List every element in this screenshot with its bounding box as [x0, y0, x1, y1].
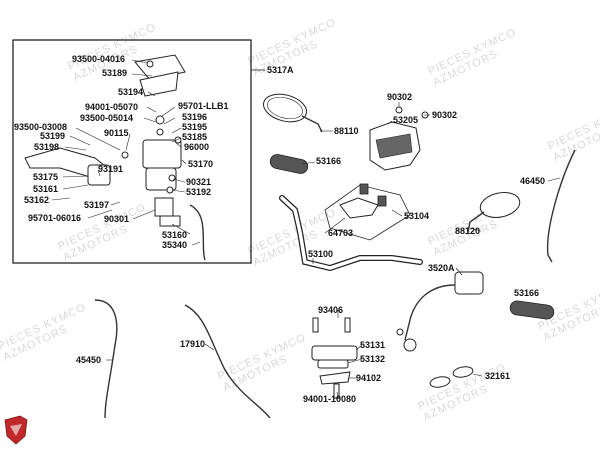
part-label: 53197 — [84, 200, 109, 210]
part-label: 93406 — [318, 305, 343, 315]
grip-right — [509, 300, 555, 320]
part-label: 53160 — [162, 230, 187, 240]
part-label: 96000 — [184, 142, 209, 152]
part-label: 88110 — [334, 126, 359, 136]
part-label: 94001-05070 — [85, 102, 138, 112]
part-label: 90115 — [104, 128, 129, 138]
part-label: 94102 — [356, 373, 381, 383]
part-label: 17910 — [180, 339, 205, 349]
switch-bracket — [324, 183, 411, 241]
part-label: 95701-LLB1 — [178, 101, 229, 111]
shield-logo-icon — [4, 415, 28, 445]
part-label: 53162 — [24, 195, 49, 205]
part-label: 53185 — [182, 132, 207, 142]
part-label: 64703 — [328, 228, 353, 238]
part-label: 95701-06016 — [28, 213, 81, 223]
part-label: 93500-05014 — [80, 113, 133, 123]
cable-guide-32161 — [429, 366, 474, 388]
part-label: 93500-04016 — [72, 54, 125, 64]
part-label: 3520A — [428, 263, 455, 273]
grip-left — [269, 154, 309, 174]
part-label: 53132 — [360, 354, 385, 364]
brake-master-cylinder — [24, 54, 206, 261]
part-label: 53170 — [188, 159, 213, 169]
part-label: 90302 — [387, 92, 412, 102]
mirror-right — [467, 192, 521, 233]
part-label: 53175 — [33, 172, 58, 182]
part-label: 46450 — [520, 176, 545, 186]
part-label: 5317A — [267, 65, 294, 75]
master-cylinder-group-frame — [12, 39, 252, 264]
part-label: 90302 — [432, 110, 457, 120]
part-label: 53161 — [33, 184, 58, 194]
leader-lines — [51, 59, 561, 400]
part-label: 93191 — [98, 164, 123, 174]
part-label: 32161 — [485, 371, 510, 381]
part-label: 53195 — [182, 122, 207, 132]
part-label: 53199 — [40, 131, 65, 141]
part-label: 53104 — [404, 211, 429, 221]
handlebar-clamp — [311, 317, 358, 399]
part-label: 53196 — [182, 112, 207, 122]
part-label: 45450 — [76, 355, 101, 365]
part-label: 53166 — [316, 156, 341, 166]
part-label: 53205 — [393, 115, 418, 125]
part-label: 90301 — [104, 214, 129, 224]
part-label: 90321 — [186, 177, 211, 187]
part-label: 35340 — [162, 240, 187, 250]
part-label: 94001-10080 — [303, 394, 356, 404]
part-label: 53189 — [102, 68, 127, 78]
part-label: 93500-03008 — [14, 122, 67, 132]
throttle-cable — [546, 149, 576, 263]
mirror-left — [262, 93, 323, 133]
part-label: 53100 — [308, 249, 333, 259]
part-label: 53198 — [34, 142, 59, 152]
part-label: 53166 — [514, 288, 539, 298]
cable-17910 — [184, 304, 271, 419]
throttle-assembly — [396, 271, 484, 352]
brake-cable-45450 — [94, 299, 118, 419]
part-label: 88120 — [455, 226, 480, 236]
part-label: 53194 — [118, 87, 143, 97]
part-label: 53131 — [360, 340, 385, 350]
part-label: 53192 — [186, 187, 211, 197]
part-labels: 93500-04016 53189 5317A 53194 94001-0507… — [14, 54, 545, 404]
